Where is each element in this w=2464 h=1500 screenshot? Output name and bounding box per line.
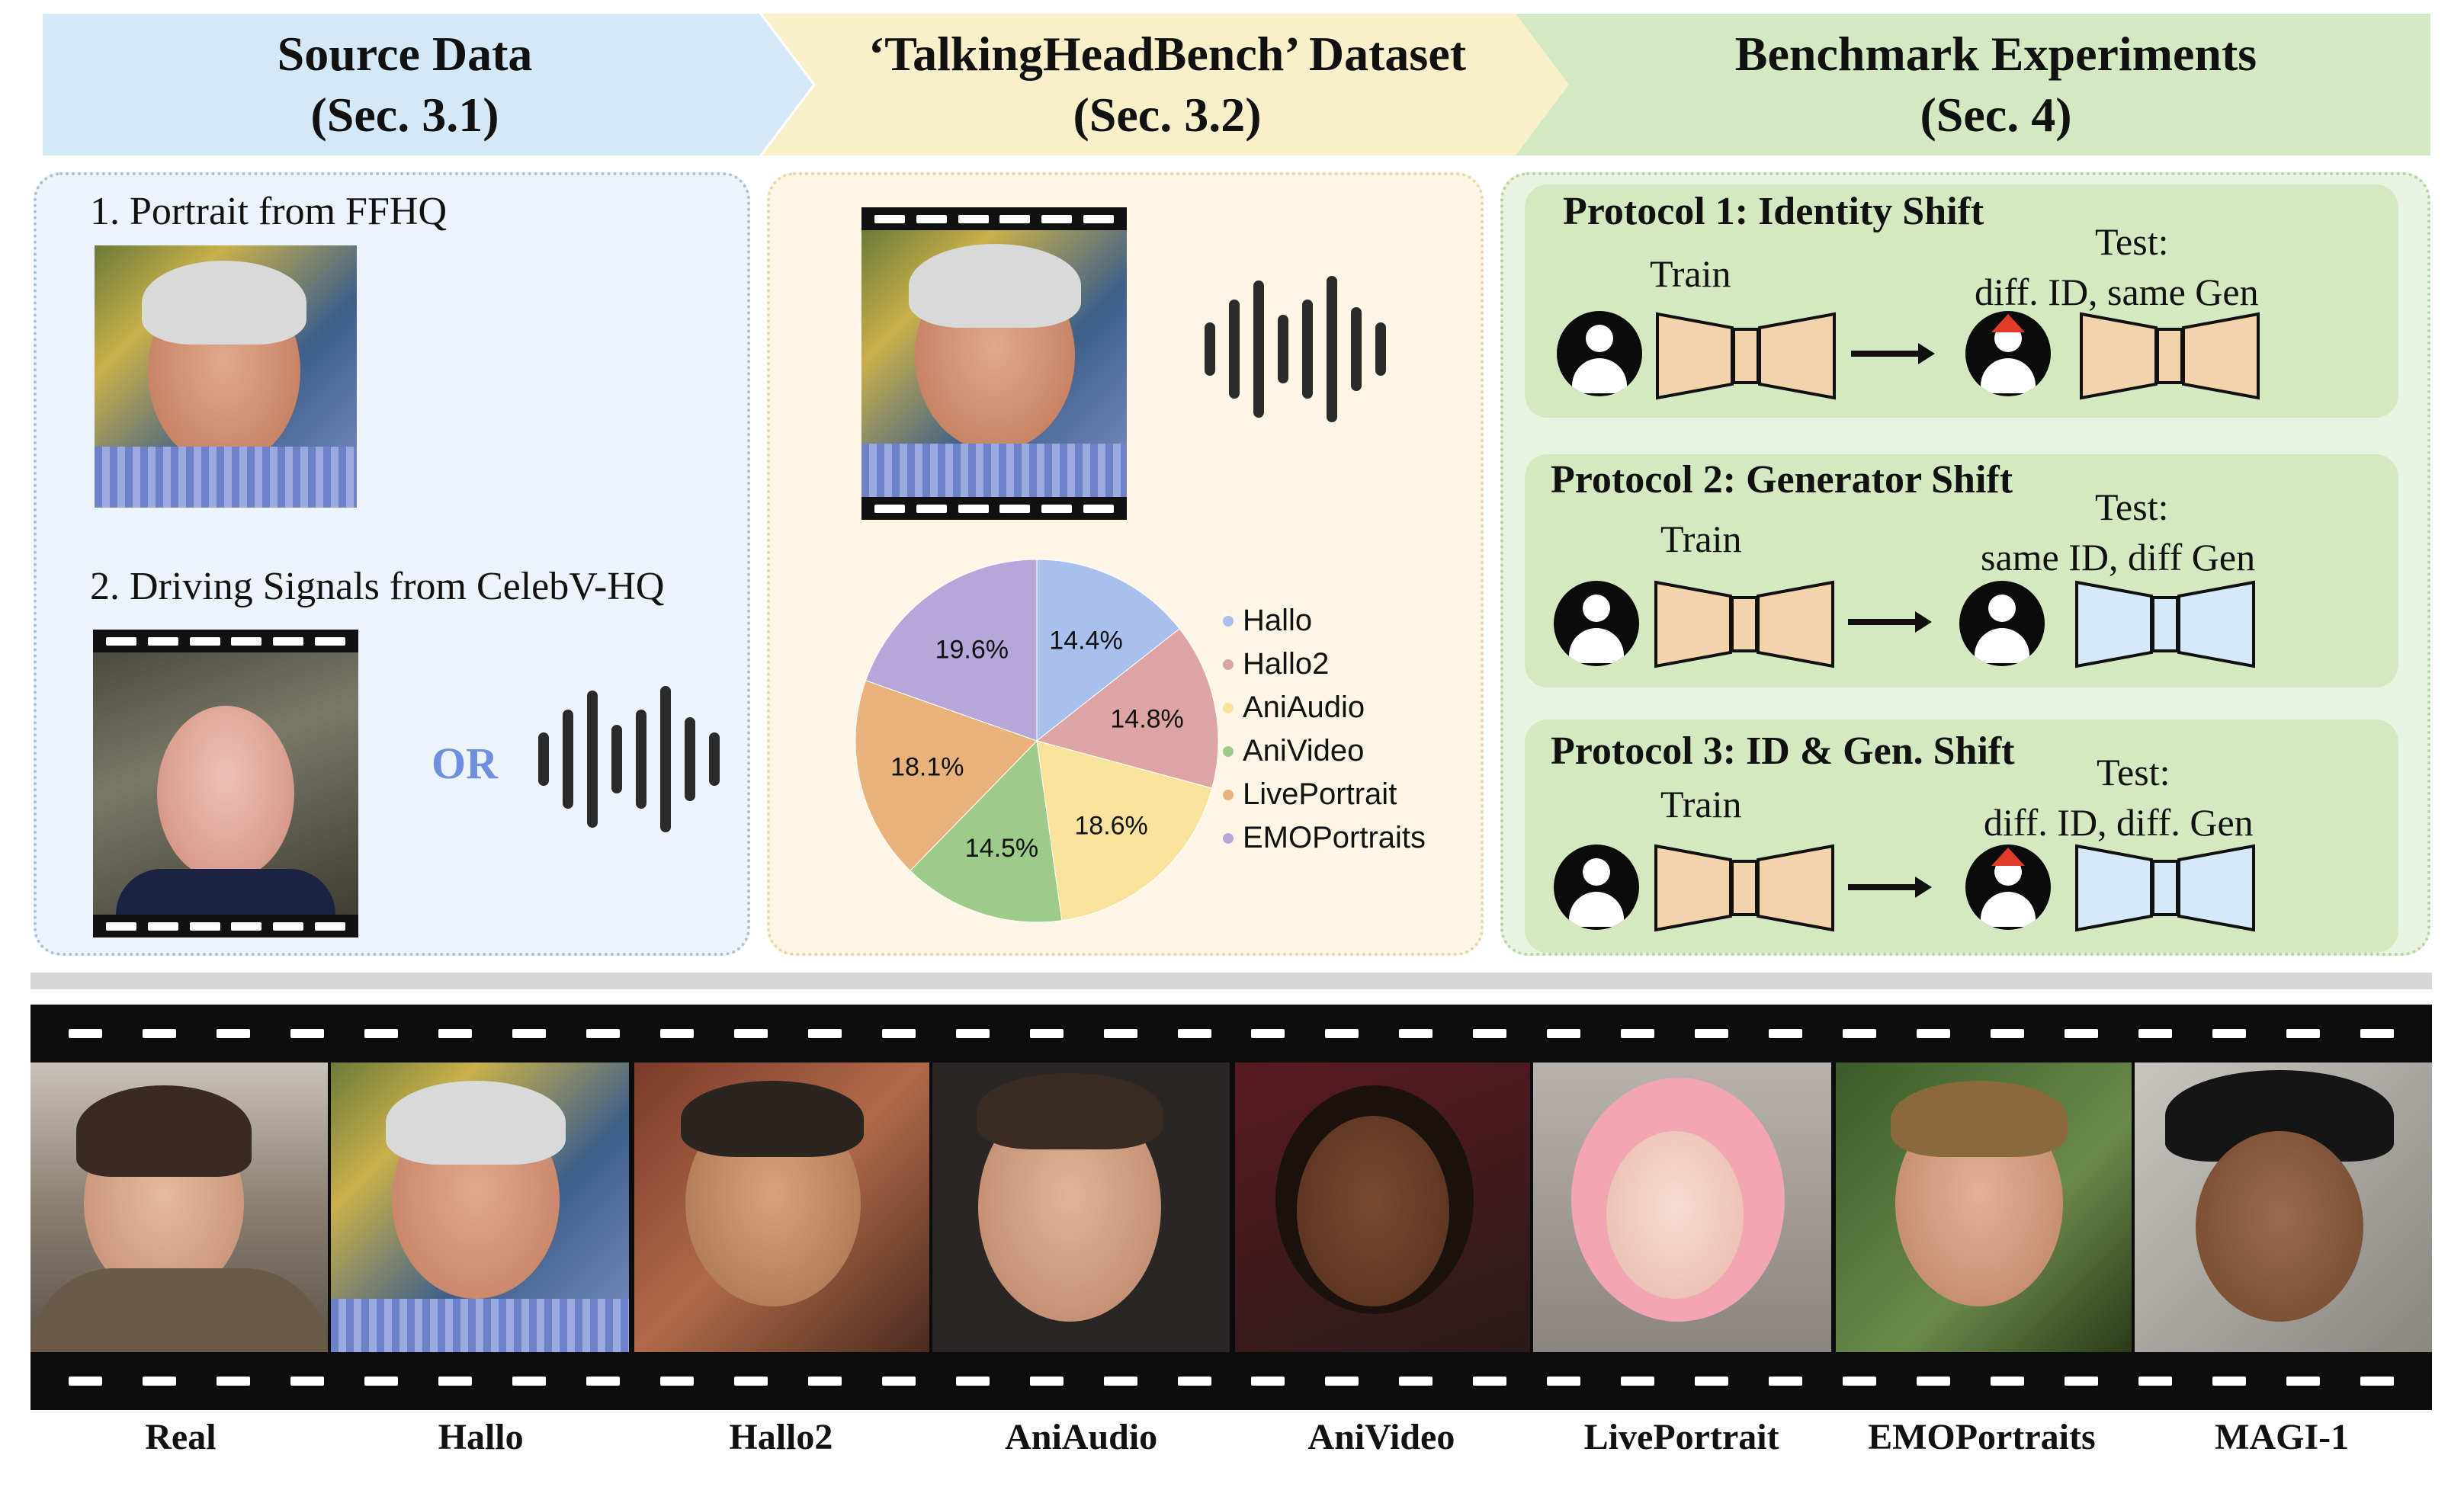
- dataset-banner: ‘TalkingHeadBench’ Dataset (Sec. 3.2): [762, 14, 1572, 155]
- protocol-3-train-label: Train: [1660, 783, 1742, 825]
- pie-slice-hallo: [1036, 559, 1180, 742]
- audio-waveform-icon: [538, 686, 720, 832]
- strip-separator: [1230, 1005, 1235, 1410]
- right-arrow-icon: [1848, 611, 1932, 633]
- legend-swatch: [1223, 702, 1234, 713]
- legend-swatch: [1223, 745, 1234, 757]
- generator-distribution-pie-chart: 14.4% 14.8% 18.6% 14.5% 18.1% 19.6%: [852, 556, 1221, 925]
- example-anivideo-frame: [1233, 1062, 1534, 1352]
- protocol-2-title: Protocol 2: Generator Shift: [1551, 458, 2013, 502]
- protocol-2-test-label: Test:: [2095, 486, 2169, 528]
- protocol-2-test-detail: same ID, diff Gen: [1981, 536, 2256, 579]
- pie-slice-emoportraits: [865, 559, 1038, 742]
- celebv-driving-label: 2. Driving Signals from CelebV-HQ: [90, 565, 665, 608]
- ffhq-portrait-image: [95, 245, 357, 508]
- legend-label: LivePortrait: [1243, 777, 1397, 811]
- or-label: OR: [432, 739, 498, 788]
- strip-separator: [630, 1005, 634, 1410]
- examples-film-strip: [30, 1005, 2432, 1410]
- example-real-frame: [30, 1062, 332, 1352]
- pie-label-hallo: 14.4%: [1049, 626, 1122, 655]
- legend-item-liveportrait: LivePortrait: [1223, 773, 1426, 816]
- driving-video-frame: [93, 630, 358, 938]
- legend-swatch: [1223, 659, 1234, 670]
- section-divider: [30, 973, 2432, 989]
- pie-slice-aniaudio: [1036, 740, 1213, 921]
- dataset-audio-waveform-icon: [1205, 276, 1386, 422]
- pie-label-emoportraits: 19.6%: [935, 636, 1009, 665]
- source-data-title: Source Data: [277, 27, 533, 81]
- train-generator-model: [1656, 312, 1836, 400]
- caption-real: Real: [145, 1417, 217, 1457]
- dataset-video-frame: [861, 207, 1127, 520]
- legend-item-hallo2: Hallo2: [1223, 643, 1426, 686]
- source-data-section: (Sec. 3.1): [310, 88, 499, 142]
- dataset-title: ‘TalkingHeadBench’ Dataset: [868, 27, 1467, 81]
- pie-label-liveportrait: 18.1%: [890, 753, 964, 782]
- test-generator-model: [2080, 312, 2260, 400]
- example-liveportrait-frame: [1533, 1062, 1834, 1352]
- caption-aniaudio: AniAudio: [1005, 1417, 1158, 1457]
- protocol-1-train-label: Train: [1650, 252, 1731, 295]
- legend-label: Hallo2: [1243, 647, 1330, 681]
- source-data-banner: Source Data (Sec. 3.1): [43, 14, 813, 155]
- train-generator-model: [1654, 844, 1834, 932]
- shifted-generator-model: [2075, 844, 2255, 932]
- strip-separator: [1831, 1005, 1836, 1410]
- legend-swatch: [1223, 789, 1234, 800]
- caption-liveportrait: LivePortrait: [1583, 1417, 1779, 1457]
- train-identity-icon: [1554, 581, 1639, 666]
- example-hallo2-frame: [631, 1062, 932, 1352]
- shifted-identity-icon: [1965, 311, 2051, 396]
- legend-label: EMOPortraits: [1243, 821, 1426, 854]
- caption-hallo: Hallo: [438, 1417, 524, 1457]
- legend-swatch: [1223, 615, 1234, 627]
- legend-label: AniVideo: [1243, 734, 1365, 768]
- example-hallo-frame: [331, 1062, 632, 1352]
- train-generator-model: [1654, 580, 1834, 668]
- strip-captions: Real Hallo Hallo2 AniAudio AniVideo Live…: [30, 1416, 2432, 1458]
- example-magi1-frame: [2134, 1062, 2432, 1352]
- benchmark-title: Benchmark Experiments: [1734, 27, 2257, 81]
- right-arrow-icon: [1851, 343, 1935, 364]
- legend-item-anivideo: AniVideo: [1223, 729, 1426, 773]
- pie-label-hallo2: 14.8%: [1110, 705, 1183, 734]
- legend-swatch: [1223, 832, 1234, 844]
- caption-anivideo: AniVideo: [1307, 1417, 1455, 1457]
- right-arrow-icon: [1848, 877, 1932, 898]
- example-emoportraits-frame: [1834, 1062, 2135, 1352]
- caption-magi1: MAGI-1: [2215, 1417, 2350, 1457]
- pie-slice-anivideo: [910, 739, 1063, 923]
- caption-hallo2: Hallo2: [729, 1417, 833, 1457]
- protocol-1-test-detail: diff. ID, same Gen: [1975, 271, 2259, 313]
- caption-emoportraits: EMOPortraits: [1868, 1417, 2096, 1457]
- legend-item-aniaudio: AniAudio: [1223, 686, 1426, 729]
- shifted-identity-icon: [1965, 845, 2051, 930]
- legend-item-emoportraits: EMOPortraits: [1223, 816, 1426, 860]
- ffhq-portrait-label: 1. Portrait from FFHQ: [90, 190, 447, 233]
- benchmark-section: (Sec. 4): [1920, 88, 2072, 142]
- shifted-generator-model: [2075, 580, 2255, 668]
- benchmark-banner: Benchmark Experiments (Sec. 4): [1516, 14, 2430, 155]
- train-identity-icon: [1554, 845, 1639, 930]
- train-identity-icon: [1557, 311, 1642, 396]
- protocol-3-title: Protocol 3: ID & Gen. Shift: [1551, 729, 2015, 773]
- protocol-1-test-label: Test:: [2095, 220, 2169, 263]
- same-identity-icon: [1959, 581, 2045, 666]
- pie-slice-liveportrait: [855, 680, 1038, 872]
- pie-slice-hallo2: [1035, 628, 1219, 789]
- protocol-2-train-label: Train: [1660, 518, 1742, 560]
- protocol-1-title: Protocol 1: Identity Shift: [1563, 190, 1984, 233]
- dataset-section: (Sec. 3.2): [1073, 88, 1262, 142]
- legend-label: Hallo: [1243, 604, 1313, 637]
- protocol-3-test-label: Test:: [2097, 751, 2170, 793]
- example-aniaudio-frame: [932, 1062, 1233, 1352]
- pie-label-aniaudio: 18.6%: [1074, 812, 1147, 841]
- protocol-3-test-detail: diff. ID, diff. Gen: [1984, 801, 2254, 844]
- pie-label-anivideo: 14.5%: [965, 834, 1038, 863]
- legend-label: AniAudio: [1243, 691, 1365, 724]
- legend-item-hallo: Hallo: [1223, 599, 1426, 643]
